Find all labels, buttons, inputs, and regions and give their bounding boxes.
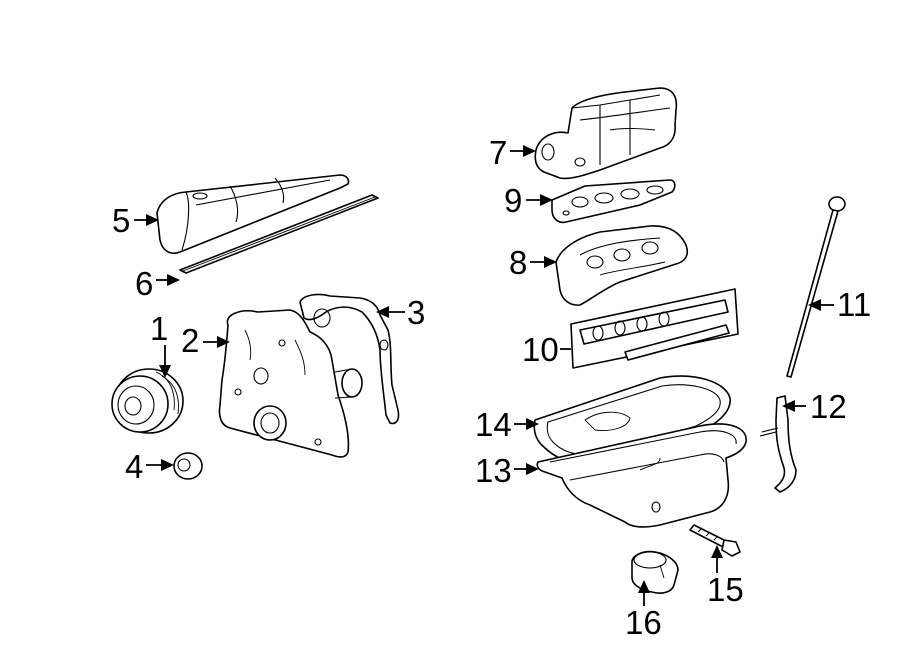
dipstick-tube-part — [759, 395, 797, 493]
upper-intake-manifold-part — [534, 87, 678, 180]
callout-label-11: 11 — [837, 286, 871, 323]
callout-label-15: 15 — [707, 571, 744, 608]
drain-bolt-part — [689, 524, 741, 557]
callout-label-4: 4 — [125, 448, 143, 485]
valve-cover-part — [156, 174, 350, 255]
callout-label-14: 14 — [475, 406, 512, 443]
oil-pan-part — [536, 423, 747, 528]
timing-cover-gasket-part — [299, 293, 400, 425]
callout-label-5: 5 — [112, 202, 130, 239]
oil-filter-part — [631, 550, 679, 594]
front-seal-part — [173, 452, 203, 480]
callout-label-9: 9 — [504, 182, 522, 219]
timing-cover-part — [218, 309, 363, 458]
intake-gasket-set-part — [570, 288, 739, 369]
upper-intake-gasket-part — [551, 179, 676, 224]
callout-label-6: 6 — [135, 265, 153, 302]
valve-cover-gasket-part — [179, 194, 379, 274]
oil-dipstick-part — [786, 196, 846, 378]
callout-label-16: 16 — [625, 604, 662, 641]
callout-label-13: 13 — [475, 452, 512, 489]
callout-labels: 1 2 3 4 5 6 7 8 9 10 11 12 — [112, 134, 871, 641]
callout-label-2: 2 — [181, 322, 199, 359]
callout-label-3: 3 — [407, 294, 425, 331]
callout-label-1: 1 — [150, 310, 168, 347]
callout-label-12: 12 — [810, 388, 847, 425]
callout-label-8: 8 — [509, 244, 527, 281]
crankshaft-pulley-part — [111, 368, 184, 434]
callout-label-7: 7 — [489, 134, 507, 171]
lower-intake-manifold-part — [555, 225, 689, 306]
callout-label-10: 10 — [522, 331, 559, 368]
